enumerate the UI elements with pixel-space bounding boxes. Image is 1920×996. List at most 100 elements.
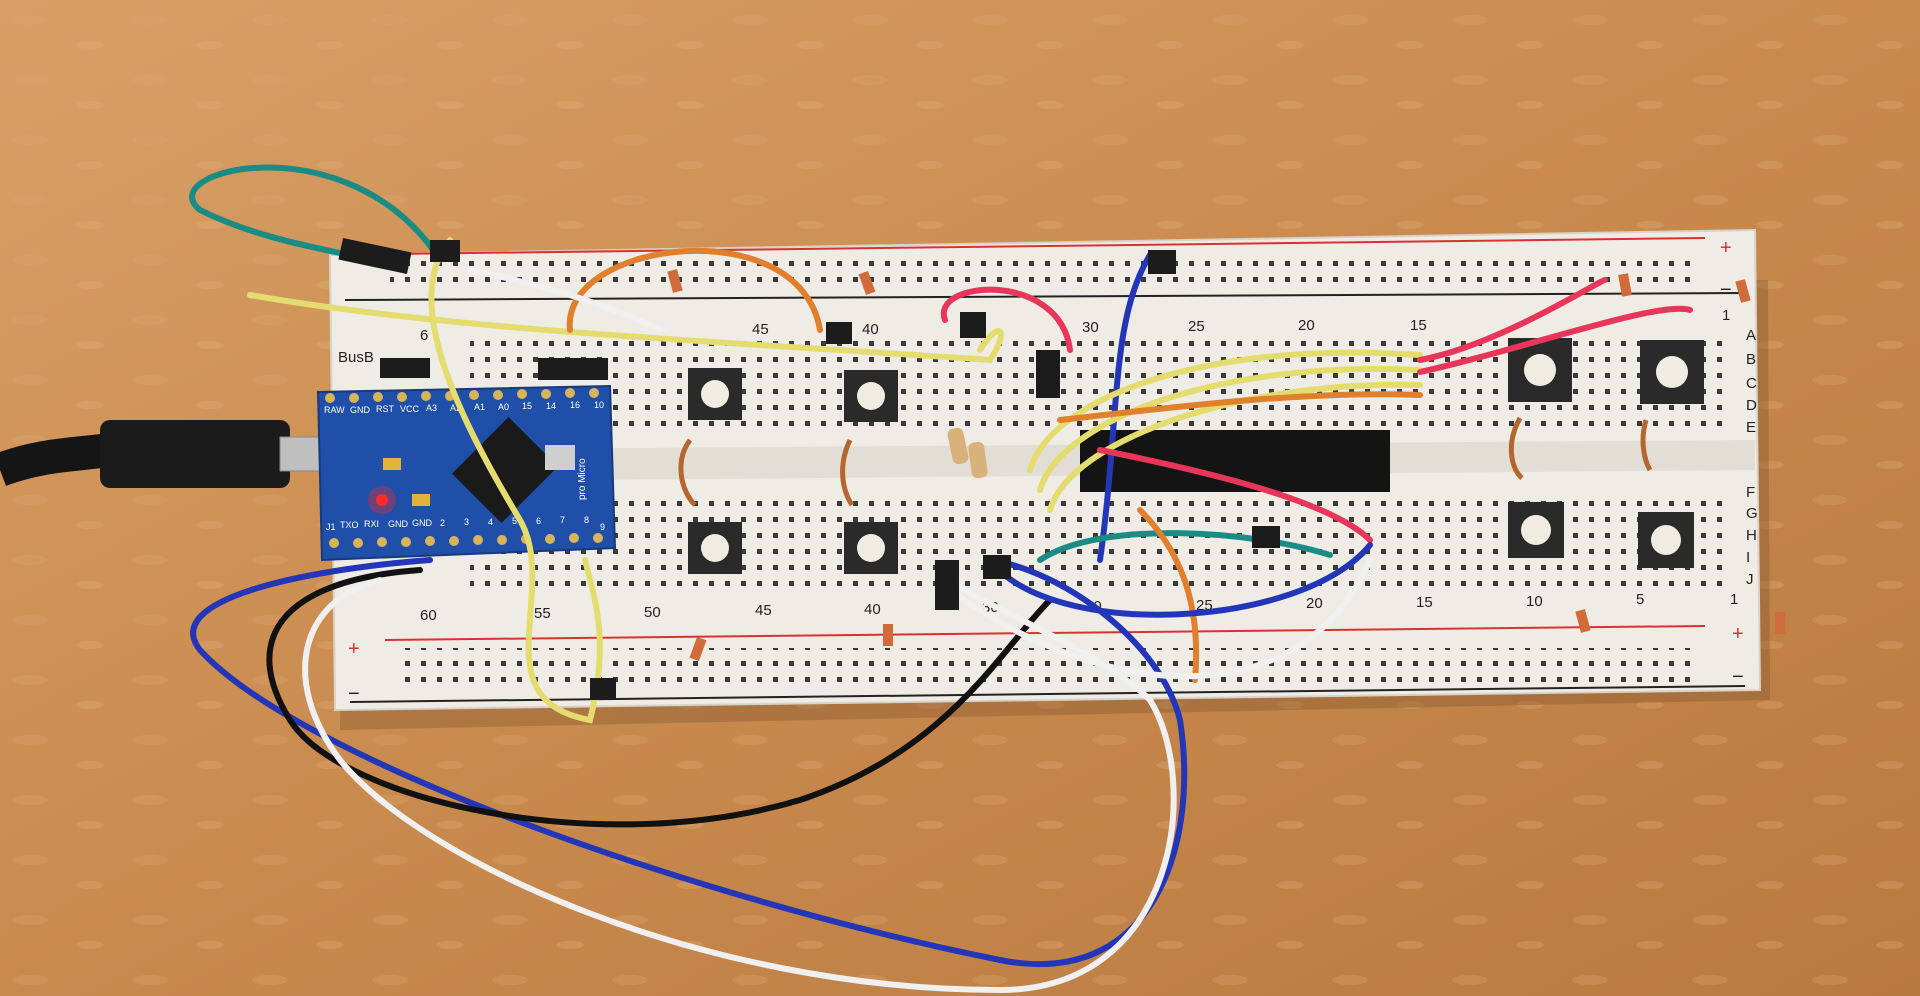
- row-letter-g: G: [1746, 505, 1758, 522]
- pin-label-4: 4: [488, 517, 493, 527]
- pin-label-rxi: RXI: [364, 519, 379, 529]
- push-button[interactable]: [1638, 512, 1694, 568]
- pin-label-a3: A3: [426, 403, 437, 413]
- wire-orange-low: [1137, 507, 1200, 683]
- pin-label-15: 15: [522, 401, 532, 411]
- wire-orange-mid: [1057, 391, 1423, 423]
- pin-label-raw: RAW: [324, 405, 345, 415]
- pin-label-9: 9: [600, 522, 605, 532]
- pro-micro-board: pro Micro J1 RAW GND RST VCC A3 A2 A1 A0…: [316, 384, 617, 562]
- col-num-1-top: 1: [1722, 307, 1730, 324]
- pin-label-6: 6: [536, 516, 541, 526]
- push-button[interactable]: [844, 522, 898, 574]
- top-plus-sign: +: [1720, 237, 1732, 259]
- resistor: [968, 441, 988, 479]
- row-letter-b: B: [1746, 351, 1756, 368]
- wire-navy: [190, 557, 1188, 968]
- col-num-30-top: 30: [1082, 319, 1099, 336]
- bottom-left-minus-sign: −: [348, 683, 360, 705]
- push-button[interactable]: [688, 522, 742, 574]
- pin-label-7: 7: [560, 515, 565, 525]
- wire-black: [266, 567, 1053, 828]
- jumper-wires-long: [189, 164, 1693, 994]
- wire-red-right: [1417, 305, 1693, 375]
- row-letter-i: I: [1746, 549, 1750, 566]
- board-brand-text: pro Micro: [577, 458, 588, 500]
- row-letter-c: C: [1746, 375, 1757, 392]
- center-channel: [345, 440, 1755, 482]
- bottom-rail-black-line: [349, 685, 1746, 703]
- header-pins-top: [325, 388, 599, 403]
- col-num-15-top: 15: [1410, 317, 1427, 334]
- wire-blue-right: [987, 542, 1373, 618]
- wire-yellow-bundle: [1037, 365, 1423, 493]
- col-num-10-bottom: 10: [1526, 593, 1543, 610]
- push-button[interactable]: [1508, 502, 1564, 558]
- pin-label-gnd-b1: GND: [388, 519, 409, 529]
- wire-teal-mid: [1037, 530, 1333, 563]
- col-num-20-top: 20: [1298, 317, 1315, 334]
- row-letter-d: D: [1746, 397, 1757, 414]
- top-minus-sign: −: [1720, 279, 1732, 301]
- pin-label-gnd: GND: [350, 405, 371, 415]
- wire-yellow-loop: [428, 237, 603, 724]
- col-num-40-bottom: 40: [864, 601, 881, 618]
- diode: [858, 270, 876, 296]
- col-num-20-bottom: 20: [1306, 595, 1323, 612]
- col-num-40-top: 40: [862, 321, 879, 338]
- jumper-wires-short: [678, 416, 1653, 507]
- diodes: [667, 269, 1785, 662]
- col-num-15-bottom: 15: [1416, 594, 1433, 611]
- col-num-60-bottom: 60: [420, 607, 437, 624]
- col-num-45-top: 45: [752, 321, 769, 338]
- wire-white-long: [302, 577, 1177, 994]
- diode: [1735, 279, 1751, 303]
- pin-label-10: 10: [594, 400, 604, 410]
- smd-capacitor: [412, 494, 430, 506]
- smd-capacitor: [383, 458, 401, 470]
- edge-partial-number: 6: [420, 327, 428, 344]
- resistor: [947, 427, 969, 465]
- pin-label-txo: TXO: [340, 520, 359, 530]
- pin-label-3: 3: [464, 517, 469, 527]
- power-led: [376, 494, 388, 506]
- col-num-5-bottom: 5: [1636, 591, 1644, 608]
- push-button[interactable]: [688, 368, 742, 420]
- push-buttons: [688, 338, 1704, 574]
- pin-label-a1: A1: [474, 402, 485, 412]
- push-button[interactable]: [1640, 340, 1704, 404]
- pin-label-16: 16: [570, 400, 580, 410]
- row-letter-h: H: [1746, 527, 1757, 544]
- led-glow: [368, 486, 396, 514]
- resistors: [947, 427, 988, 479]
- top-rail-red-line: [389, 237, 1706, 255]
- bottom-right-plus-sign: +: [1732, 623, 1744, 645]
- pin-label-8: 8: [584, 515, 589, 525]
- wire-red-diagonal: [1097, 447, 1373, 543]
- pin-label-rst: RST: [376, 404, 395, 414]
- wire-white-top: [467, 267, 663, 333]
- diode: [1618, 273, 1632, 297]
- col-num-50-bottom: 50: [644, 604, 661, 621]
- mcu-chip: [451, 416, 559, 524]
- side-label: BusB: [338, 349, 374, 366]
- board-corner-label: J1: [326, 522, 336, 532]
- diode: [883, 624, 893, 646]
- pin-label-5: 5: [512, 516, 517, 526]
- push-button[interactable]: [844, 370, 898, 422]
- wire-red-short: [940, 286, 1073, 353]
- wire-teal: [189, 164, 443, 263]
- crystal: [545, 445, 575, 470]
- col-num-55-bottom: 55: [534, 605, 551, 622]
- diode: [1575, 609, 1591, 633]
- col-num-25-top: 25: [1188, 318, 1205, 335]
- pin-label-gnd-b2: GND: [412, 518, 433, 528]
- wire-red-right: [1417, 277, 1608, 363]
- push-button[interactable]: [1508, 338, 1572, 402]
- wire-yellow: [247, 292, 1004, 364]
- bottom-left-plus-sign: +: [348, 638, 360, 660]
- diode: [667, 269, 683, 293]
- wire-yellow-bundle: [1047, 381, 1423, 513]
- row-letter-f: F: [1746, 484, 1755, 501]
